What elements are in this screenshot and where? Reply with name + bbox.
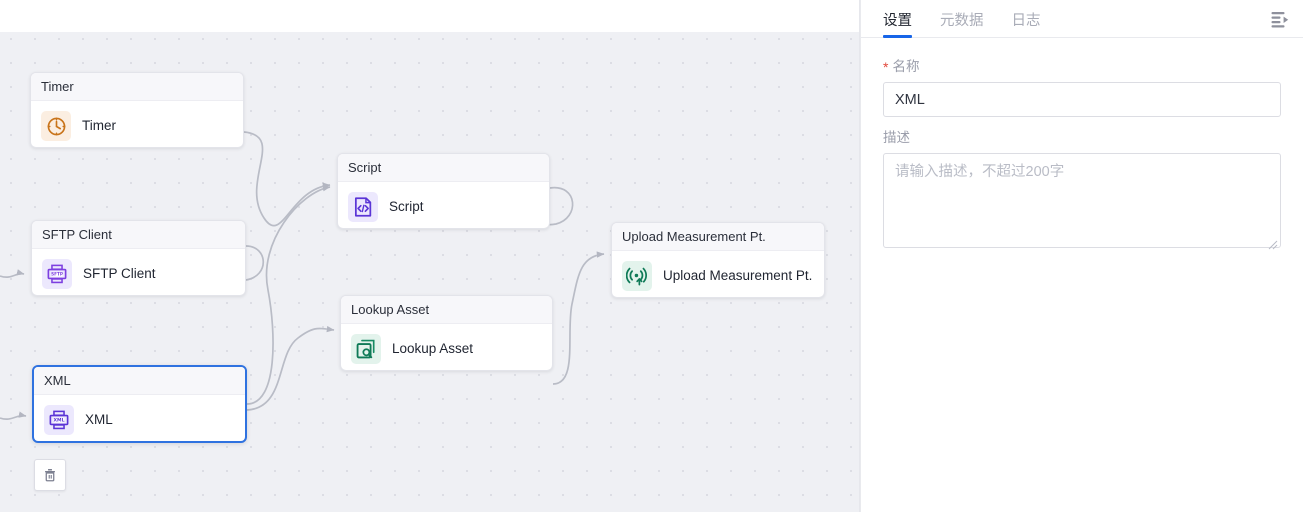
- node-header-title: Timer: [41, 79, 74, 94]
- signal-upload-icon-wrap: [622, 261, 652, 291]
- asset-search-icon: [356, 339, 375, 359]
- field-name: * 名称: [883, 60, 1281, 117]
- node-label: Upload Measurement Pt.: [663, 268, 813, 284]
- xml-server-icon-wrap: XML: [44, 405, 74, 435]
- node-label: Script: [389, 199, 424, 215]
- node-settings-form: * 名称 描述: [861, 38, 1303, 253]
- clock-icon: [47, 117, 65, 135]
- required-asterisk: *: [883, 59, 889, 75]
- xml-server-icon: XML: [49, 410, 69, 430]
- node-label: Timer: [82, 118, 116, 134]
- tab-settings-label: 设置: [883, 12, 912, 29]
- node-body: Upload Measurement Pt.: [612, 251, 824, 297]
- settings-side-panel: 设置 元数据 日志 * 名: [860, 0, 1303, 512]
- node-header: XML: [34, 367, 245, 395]
- flow-node-xml[interactable]: XML XML XML: [32, 365, 247, 443]
- canvas-top-strip: [0, 0, 860, 32]
- side-panel-tabbar: 设置 元数据 日志: [861, 0, 1303, 38]
- tab-logs[interactable]: 日志: [1011, 12, 1041, 38]
- signal-upload-icon: [626, 267, 648, 286]
- node-header: Script: [338, 154, 549, 182]
- edge-xml-lookup: [246, 325, 335, 411]
- name-input[interactable]: [883, 82, 1281, 117]
- delete-node-button[interactable]: [34, 459, 66, 491]
- node-body: Timer: [31, 101, 243, 147]
- node-header-title: XML: [44, 373, 71, 388]
- node-header: Upload Measurement Pt.: [612, 223, 824, 251]
- edge-stub-sftp: [0, 269, 25, 278]
- name-label-text: 名称: [892, 59, 920, 75]
- node-header: SFTP Client: [32, 221, 245, 249]
- node-body: Script: [338, 182, 549, 228]
- edge-lookup-upload: [552, 251, 605, 385]
- node-body: Lookup Asset: [341, 324, 552, 370]
- sftp-server-icon-wrap: SFTP: [42, 259, 72, 289]
- clock-icon-wrap: [41, 111, 71, 141]
- node-label: Lookup Asset: [392, 341, 474, 357]
- svg-text:XML: XML: [53, 418, 64, 424]
- description-textarea[interactable]: [883, 152, 1281, 248]
- node-body: XML XML: [34, 395, 245, 441]
- description-field-label: 描述: [883, 131, 1281, 145]
- node-header: Timer: [31, 73, 243, 101]
- code-file-icon-wrap: [348, 192, 378, 222]
- asset-search-icon-wrap: [351, 334, 381, 364]
- sftp-server-icon: SFTP: [47, 264, 67, 284]
- node-header-title: Upload Measurement Pt.: [622, 229, 766, 244]
- flow-node-upload-measurement-pt[interactable]: Upload Measurement Pt. Upload Measurement…: [611, 222, 825, 298]
- trash-icon: [45, 469, 55, 482]
- canvas-right-border: [859, 0, 860, 512]
- description-label-text: 描述: [883, 130, 910, 145]
- tab-metadata[interactable]: 元数据: [940, 12, 984, 38]
- edge-timer-script: [243, 131, 331, 227]
- collapse-panel-button[interactable]: [1267, 6, 1293, 32]
- collapse-panel-icon: [1271, 11, 1288, 27]
- tab-metadata-label: 元数据: [940, 12, 984, 29]
- node-header-title: Script: [348, 160, 382, 175]
- node-header: Lookup Asset: [341, 296, 552, 324]
- tab-settings[interactable]: 设置: [883, 12, 912, 38]
- code-file-icon: [354, 197, 372, 217]
- node-header-title: SFTP Client: [42, 227, 112, 242]
- node-label: XML: [85, 412, 113, 428]
- name-field-label: * 名称: [883, 60, 1281, 74]
- field-description: 描述: [883, 131, 1281, 253]
- node-header-title: Lookup Asset: [351, 302, 430, 317]
- edge-stub-xml: [0, 411, 27, 420]
- description-textarea-wrap: [883, 152, 1281, 253]
- edge-xml-script: [246, 185, 331, 405]
- tab-logs-label: 日志: [1011, 12, 1041, 29]
- svg-text:SFTP: SFTP: [51, 272, 63, 277]
- node-label: SFTP Client: [83, 266, 156, 282]
- node-body: SFTP SFTP Client: [32, 249, 245, 295]
